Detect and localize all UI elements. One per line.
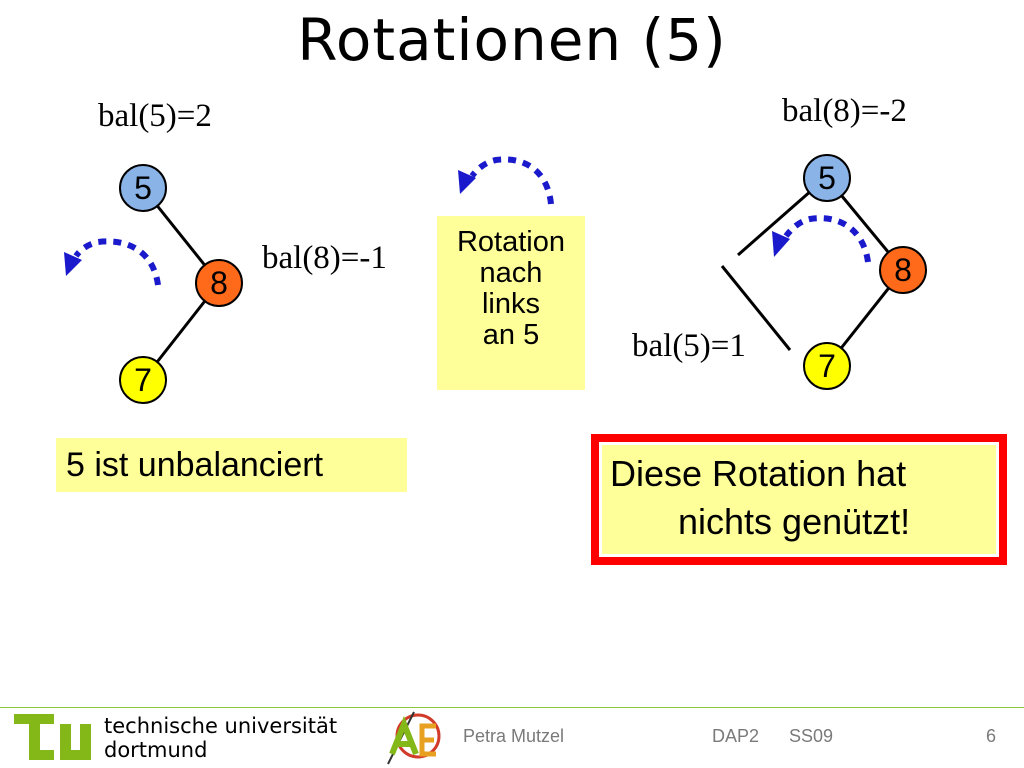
rotation-note-line: nach bbox=[479, 257, 543, 289]
node-8-left bbox=[195, 259, 243, 307]
balance-label: bal(8)=-1 bbox=[262, 240, 387, 276]
footer-course: DAP2 bbox=[712, 726, 760, 746]
result-note: Diese Rotation hat nichts genützt! bbox=[591, 434, 1007, 565]
node-label-5-left: 5 bbox=[134, 170, 152, 206]
result-note-line: nichts genützt! bbox=[678, 501, 911, 542]
rotation-note-line: an 5 bbox=[482, 319, 540, 351]
university-name-line: dortmund bbox=[104, 738, 208, 762]
node-5-right bbox=[803, 154, 851, 202]
result-note-line: Diese Rotation hat bbox=[610, 453, 907, 494]
page-title: Rotationen (5) bbox=[297, 6, 727, 74]
node-label-7-left: 7 bbox=[134, 362, 152, 398]
footer-author: Petra Mutzel bbox=[463, 726, 565, 746]
node-8-right bbox=[879, 246, 927, 294]
rotation-note-line: links bbox=[481, 288, 540, 320]
edge-5-left-branch bbox=[737, 188, 813, 257]
university-name: technische universität dortmund bbox=[104, 714, 337, 762]
balance-label: bal(5)=2 bbox=[98, 98, 212, 134]
footer-term: SS09 bbox=[789, 726, 834, 746]
university-name-line: technische universität bbox=[104, 714, 338, 738]
node-7-right bbox=[803, 342, 851, 390]
rotation-arrow-icon bbox=[458, 156, 554, 205]
node-label-5-right: 5 bbox=[818, 160, 836, 196]
edge-subtree-to-7 bbox=[720, 265, 792, 351]
ae-logo-icon bbox=[387, 711, 441, 765]
node-label-7-right: 7 bbox=[818, 348, 836, 384]
node-7-left bbox=[119, 356, 167, 404]
footer-divider bbox=[0, 707, 1024, 708]
balance-label: bal(8)=-2 bbox=[782, 93, 907, 129]
node-label-8-left: 8 bbox=[210, 265, 228, 301]
rotation-arrow-icon bbox=[772, 215, 871, 263]
page-number: 6 bbox=[986, 726, 997, 746]
rotation-note-line: Rotation bbox=[456, 226, 565, 258]
balance-label: bal(5)=1 bbox=[632, 328, 746, 364]
rotation-arrow-icon bbox=[64, 238, 161, 286]
node-label-8-right: 8 bbox=[894, 252, 912, 288]
result-note-fill: Diese Rotation hat nichts genützt! bbox=[602, 445, 996, 554]
tu-logo-icon bbox=[14, 714, 91, 760]
unbalanced-note: 5 ist unbalanciert bbox=[56, 438, 407, 492]
rotation-note: Rotation nach links an 5 bbox=[437, 216, 585, 390]
node-5-left bbox=[119, 164, 167, 212]
